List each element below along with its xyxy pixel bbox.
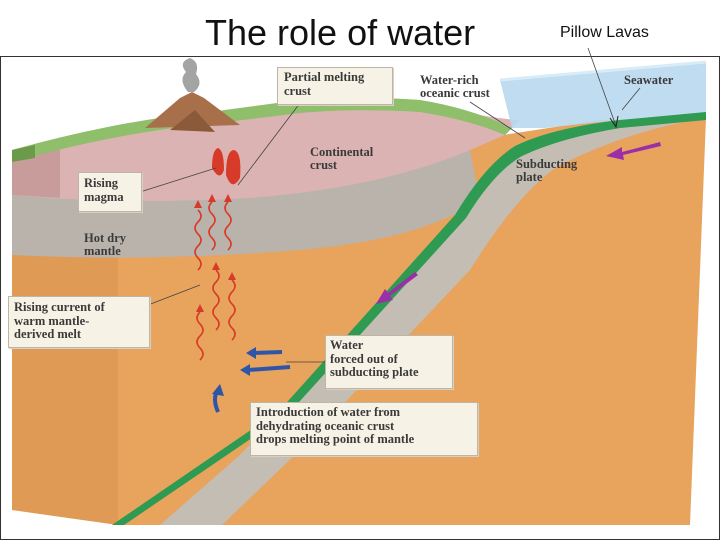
- leader-rising-magma: [139, 167, 217, 193]
- introduction-line1: Introduction of water from: [256, 405, 401, 419]
- introduction-box: [250, 402, 478, 456]
- land-surface: [12, 97, 512, 162]
- leader-rising-current: [147, 284, 201, 306]
- water-rich-line1: Water-rich: [420, 73, 479, 87]
- wavy-arrow-6: [228, 279, 236, 341]
- plate-motion-arrows: [376, 142, 661, 304]
- mantle-region: [12, 118, 706, 525]
- arrowhead-5: [212, 262, 220, 270]
- leader-partial-melting: [237, 102, 301, 186]
- land-front: [12, 145, 35, 162]
- partial-melting-line2: crust: [284, 83, 312, 98]
- blue-head-2: [240, 364, 250, 376]
- hot-dry-mantle-label: Hot dry mantle: [84, 232, 126, 258]
- seawater-surface: [499, 60, 707, 82]
- water-forced-line3: subducting plate: [330, 365, 419, 379]
- rising-magma-label: Rising magma: [84, 176, 124, 204]
- wavy-arrow-5: [212, 269, 220, 331]
- partial-melting-label: Partial melting crust: [284, 70, 365, 98]
- rising-current-line2: warm mantle-: [14, 313, 90, 328]
- rising-magma-line1: Rising: [84, 176, 119, 190]
- arrowhead-1: [194, 200, 202, 208]
- purple-arrow-top: [606, 142, 661, 160]
- rising-current-box: [8, 296, 150, 348]
- rising-magma-box: [78, 172, 142, 212]
- water-forced-line1: Water: [330, 338, 364, 352]
- water-forced-box: [325, 335, 453, 389]
- volcano-ridge: [170, 110, 215, 132]
- purple-arrow-down: [376, 272, 418, 304]
- wavy-arrow-1: [194, 209, 202, 271]
- rising-current-arrows: [194, 201, 236, 361]
- partial-melting-box: [277, 67, 393, 105]
- introduction-label: Introduction of water from dehydrating o…: [256, 405, 415, 447]
- wavy-arrow-2: [208, 201, 216, 251]
- rising-magma-line2: magma: [84, 189, 124, 204]
- slide-title: The role of water: [205, 12, 476, 53]
- water-rich-line2: oceanic crust: [420, 86, 490, 100]
- introduction-line2: dehydrating oceanic crust: [256, 418, 395, 433]
- hot-dry-line1: Hot dry: [84, 231, 127, 245]
- pillow-lavas-callout: Pillow Lavas: [560, 24, 649, 41]
- seawater: [500, 62, 706, 128]
- wavy-arrow-3: [224, 201, 232, 251]
- magma-chamber-right: [226, 150, 241, 185]
- rising-current-arrowheads: [194, 194, 236, 312]
- introduction-line3: drops melting point of mantle: [256, 432, 415, 446]
- arrowhead-4: [196, 304, 204, 312]
- leader-pillow-lavas: [587, 47, 617, 127]
- volcano: [145, 92, 240, 128]
- leader-pillow-arrowhead: [609, 115, 619, 129]
- water-rich-label: Water-rich oceanic crust: [420, 74, 490, 100]
- wavy-arrow-4: [196, 311, 204, 361]
- leader-lines: [139, 47, 641, 363]
- continental-line2: crust: [310, 158, 338, 172]
- partial-melting-line1: Partial melting: [284, 70, 365, 84]
- seawater-label: Seawater: [624, 73, 674, 87]
- leader-seawater: [621, 87, 641, 111]
- eruption-plume: [182, 58, 200, 92]
- leader-water-rich: [469, 101, 526, 139]
- mantle-shading: [12, 240, 118, 525]
- continental-crust-label: Continental crust: [310, 146, 373, 172]
- arrowhead-6: [228, 272, 236, 280]
- water-forced-label: Water forced out of subducting plate: [330, 338, 419, 380]
- hot-dry-mantle-band: [12, 150, 480, 258]
- blue-head-3: [212, 384, 224, 396]
- blue-head-1: [246, 347, 256, 359]
- rising-current-line1: Rising current of: [14, 300, 105, 314]
- blue-arrow-2: [247, 365, 291, 372]
- arrowhead-3: [224, 194, 232, 202]
- blue-arrow-1: [253, 350, 283, 355]
- subducting-line1: Subducting: [516, 157, 578, 171]
- arrowhead-2: [208, 194, 216, 202]
- water-arrowheads: [212, 347, 256, 396]
- rising-current-line3: derived melt: [14, 327, 81, 341]
- hot-dry-line2: mantle: [84, 244, 121, 258]
- water-forced-line2: forced out of: [330, 351, 398, 366]
- subducting-plate-label: Subducting plate: [516, 158, 577, 184]
- subducting-line2: plate: [516, 170, 543, 184]
- rising-current-label: Rising current of warm mantle- derived m…: [14, 300, 105, 342]
- continental-line1: Continental: [310, 145, 374, 159]
